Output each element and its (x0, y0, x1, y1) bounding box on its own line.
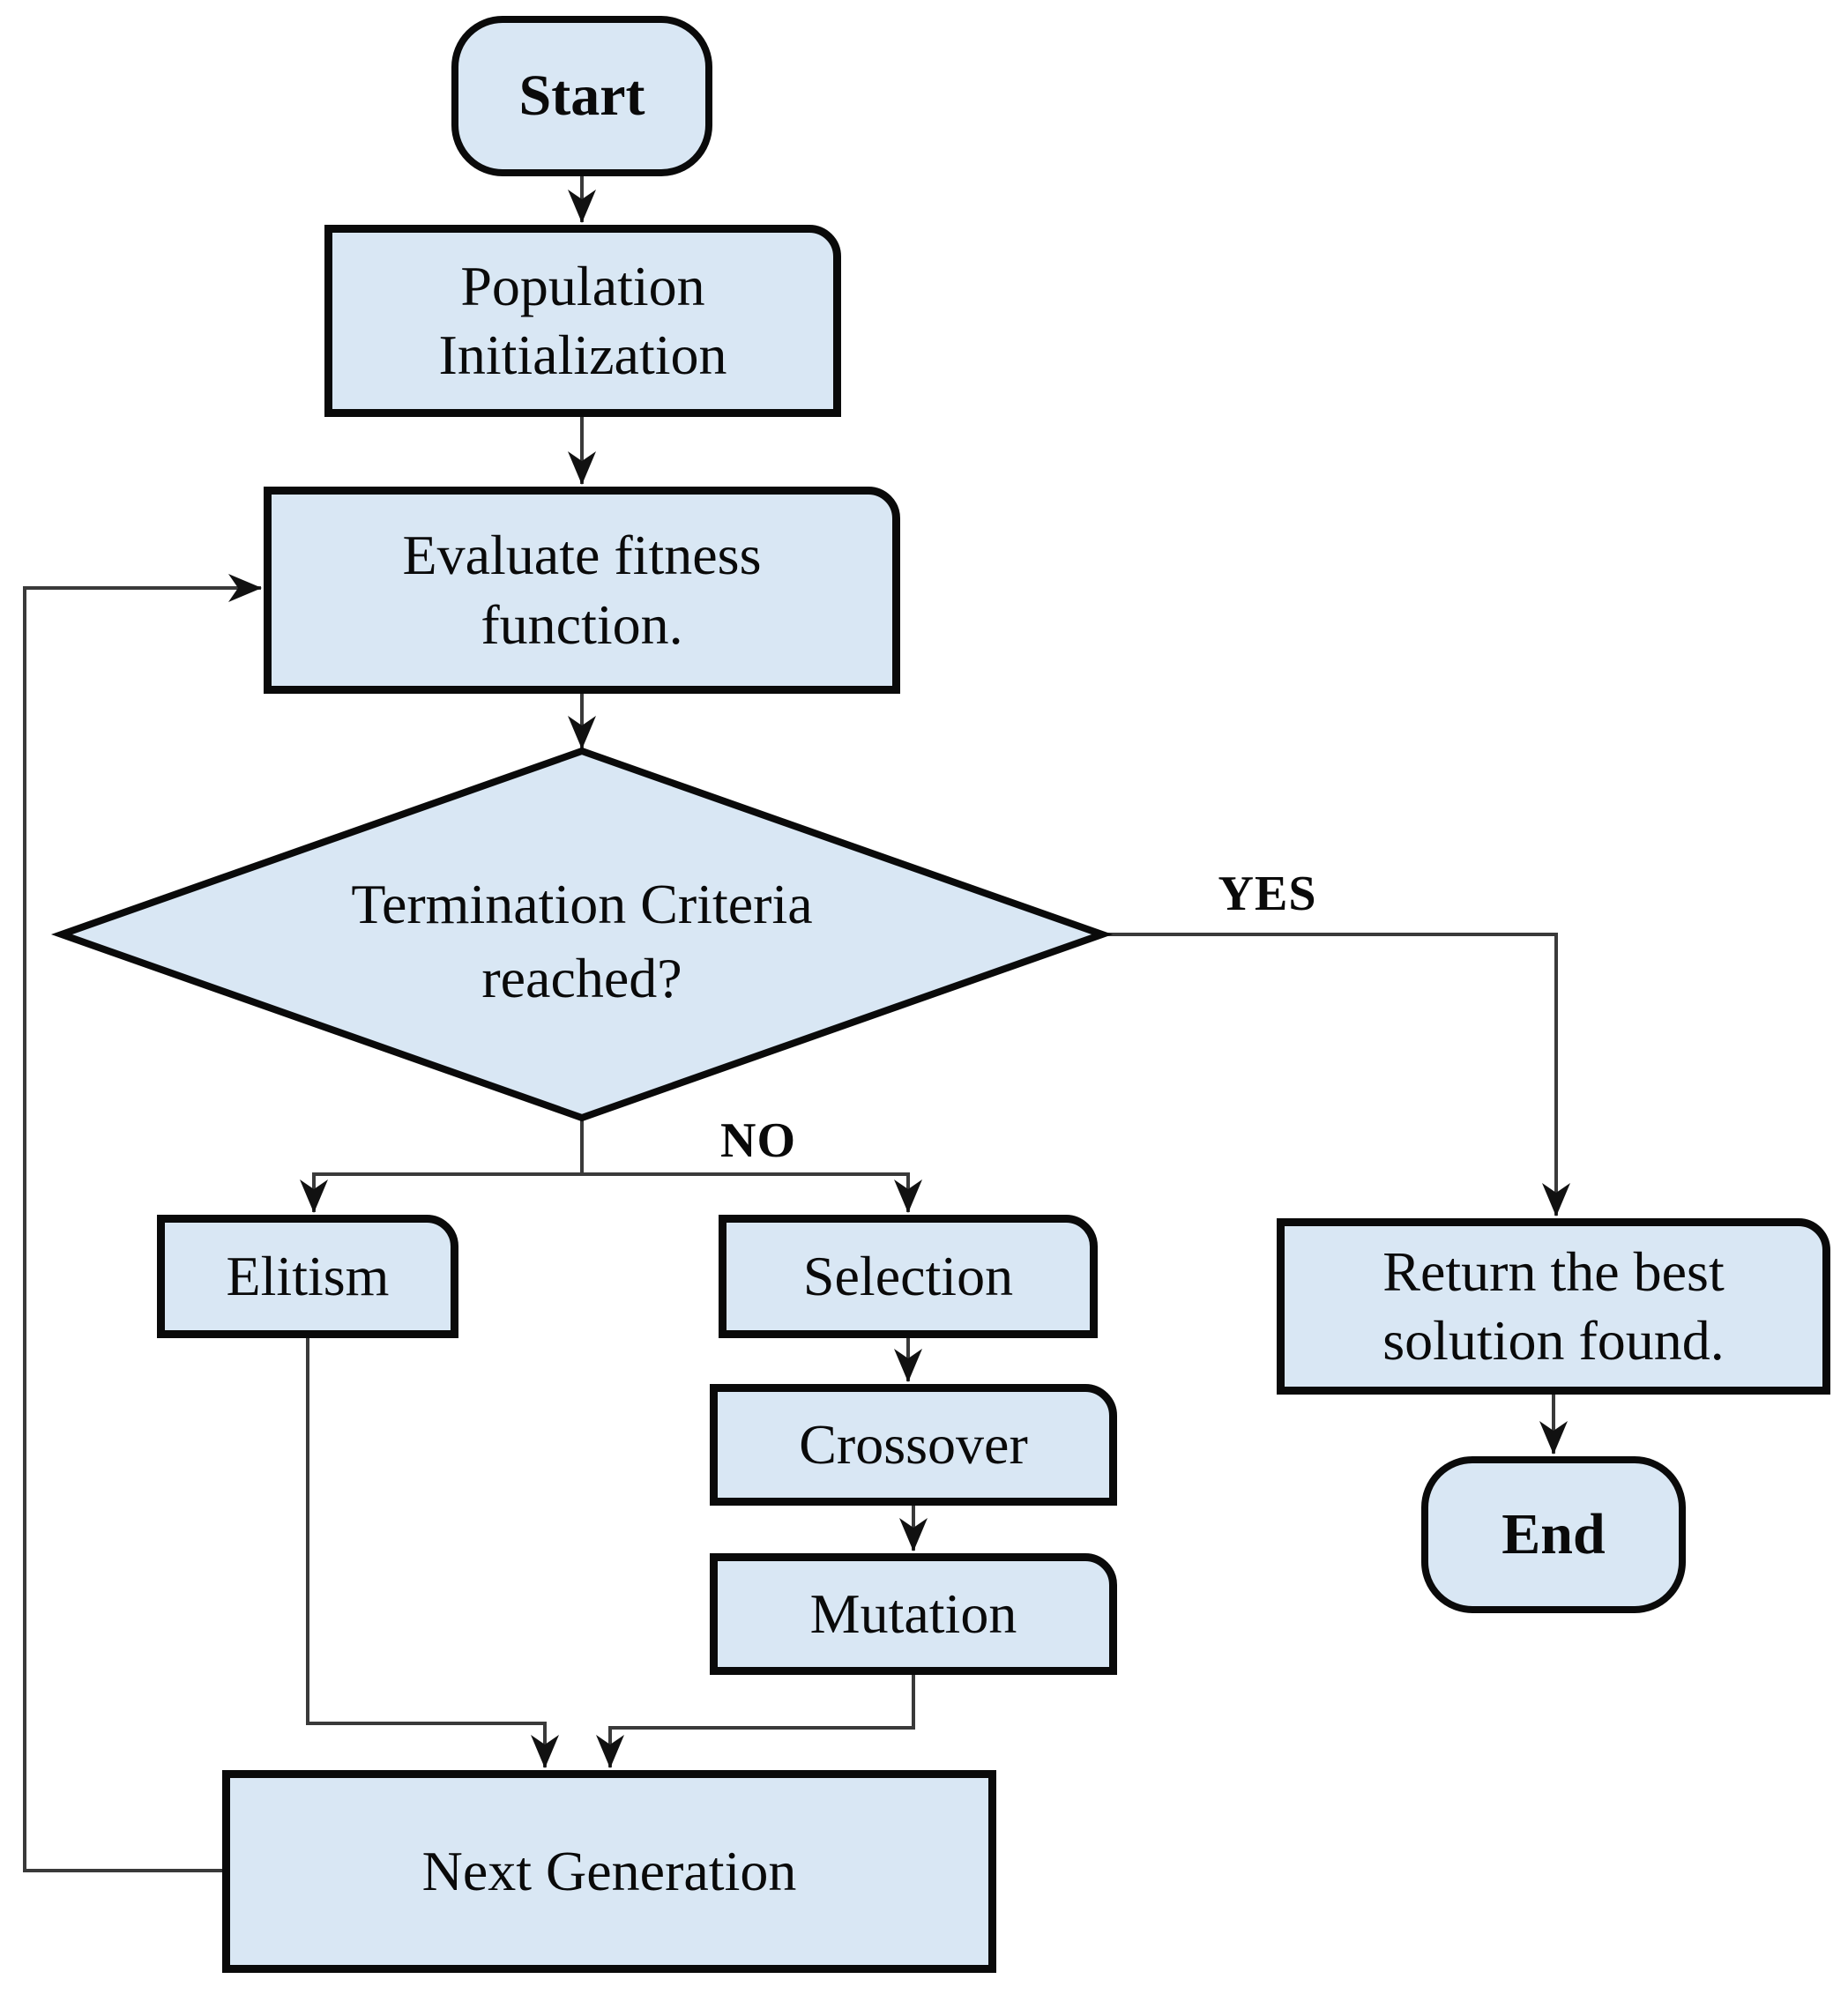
mutation-node: Mutation (710, 1553, 1117, 1675)
next-generation-node: Next Generation (222, 1770, 996, 1973)
edge-no-to-elitism (300, 1172, 582, 1213)
node-label: Elitism (226, 1244, 390, 1307)
start-node: Start (451, 16, 712, 176)
node-label: Return the best solution found. (1382, 1238, 1725, 1375)
node-label-line: Termination Criteria (351, 873, 813, 936)
yes-label: YES (1218, 867, 1317, 921)
edge-next-generation-to-evaluate-loop (23, 574, 262, 1872)
return-best-solution-node: Return the best solution found. (1277, 1218, 1830, 1395)
node-label-line: function. (481, 592, 683, 656)
node-label-line: Population (460, 254, 705, 317)
node-label: End (1502, 1501, 1606, 1566)
node-label: Crossover (799, 1412, 1028, 1476)
termination-decision-label: Termination Criteria reached? (185, 864, 979, 1018)
node-label: Population Initialization (439, 252, 727, 390)
node-label: Termination Criteria reached? (351, 867, 812, 1014)
node-label: Mutation (809, 1581, 1017, 1645)
node-label: Evaluate fitness function. (403, 521, 762, 658)
edge-no-to-selection (582, 1172, 922, 1213)
edge-yes-to-return (1102, 933, 1570, 1216)
population-initialization-node: Population Initialization (324, 225, 841, 417)
node-label-line: Return the best (1382, 1239, 1725, 1303)
edge-elitism-to-next-generation (306, 1338, 559, 1768)
node-label-line: Evaluate fitness (402, 524, 762, 587)
selection-node: Selection (719, 1215, 1098, 1338)
node-label-line: solution found. (1382, 1309, 1725, 1372)
node-label: Next Generation (421, 1839, 797, 1902)
end-node: End (1421, 1456, 1686, 1613)
node-label: Start (518, 63, 645, 128)
node-label-line: Initialization (438, 324, 727, 386)
crossover-node: Crossover (710, 1384, 1117, 1506)
termination-decision-diamond (50, 747, 1114, 1122)
node-label-line: reached? (481, 946, 682, 1009)
evaluate-fitness-node: Evaluate fitness function. (264, 487, 900, 694)
no-label: NO (720, 1113, 796, 1168)
elitism-node: Elitism (157, 1215, 458, 1338)
edge-mutation-to-next-generation (596, 1675, 915, 1768)
node-label: Selection (802, 1244, 1014, 1307)
